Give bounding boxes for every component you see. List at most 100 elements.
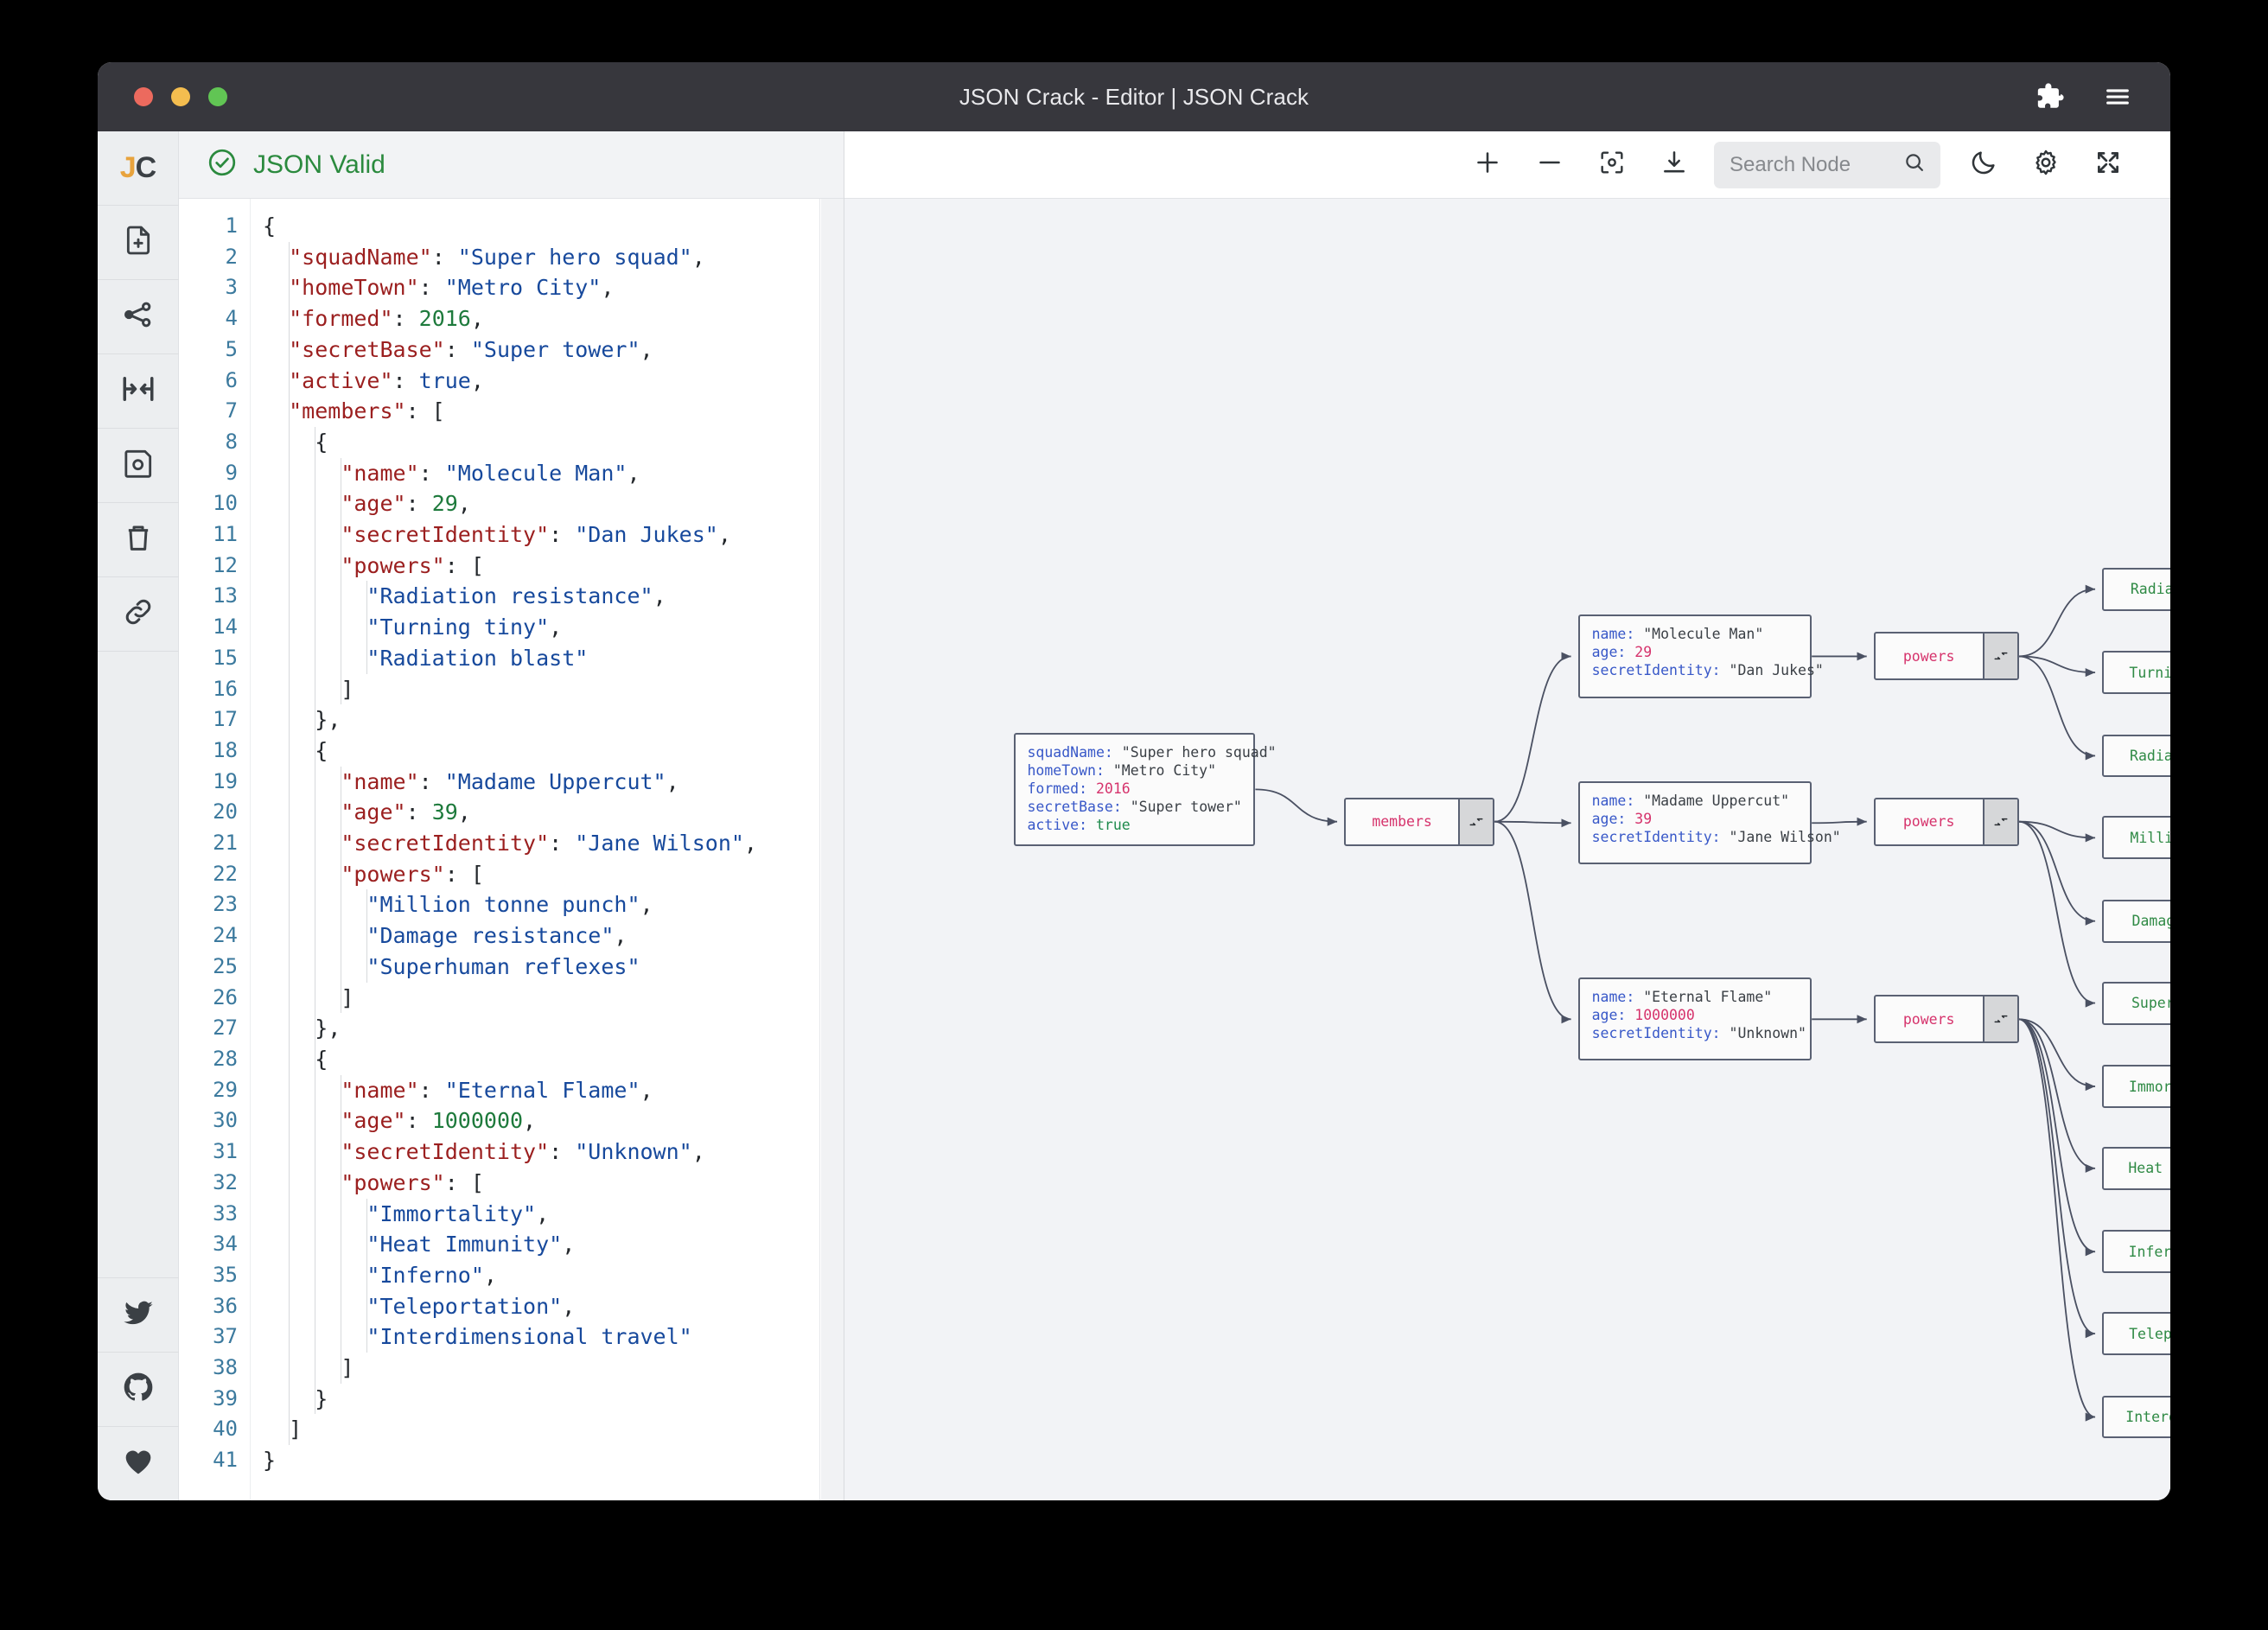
sidebar-item-support[interactable] — [98, 1426, 179, 1500]
code-token: "name" — [341, 460, 419, 486]
code-token: : — [549, 831, 576, 856]
collapse-node-button[interactable] — [1982, 799, 2017, 844]
code-token: : — [444, 336, 471, 362]
minimize-window-button[interactable] — [171, 87, 190, 106]
search-input[interactable] — [1730, 152, 1894, 177]
graph-canvas[interactable]: squadName: "Super hero squad"homeTown: "… — [844, 199, 2170, 1500]
indent-guide — [289, 982, 290, 1014]
graph-edge — [2018, 584, 2096, 658]
code-token: ] — [341, 1355, 354, 1381]
graph-leaf-label: Superhuman reflexes — [2131, 995, 2170, 1012]
code-content[interactable]: { "squadName": "Super hero squad", "home… — [250, 199, 844, 1500]
code-line: "name": "Eternal Flame", — [263, 1074, 844, 1106]
line-number: 12 — [213, 552, 238, 577]
code-token: "Super hero squad" — [457, 244, 692, 270]
sidebar-item-twitter[interactable] — [98, 1277, 179, 1352]
code-line: { — [263, 1043, 844, 1075]
search-node-box[interactable] — [1714, 141, 1940, 188]
download-icon — [1660, 148, 1689, 181]
download-button[interactable] — [1643, 134, 1705, 196]
sidebar-item-save[interactable] — [98, 429, 179, 503]
code-token: }, — [315, 707, 341, 733]
sidebar-item-github[interactable] — [98, 1352, 179, 1426]
logo-letter-j: J — [119, 151, 137, 184]
code-line: "squadName": "Super hero squad", — [263, 241, 844, 273]
code-token: "Jane Wilson" — [575, 831, 744, 856]
graph-parent-node[interactable]: powers — [1873, 995, 2019, 1044]
traffic-lights — [134, 87, 227, 106]
graph-leaf-node[interactable]: Radiation resistance — [2102, 567, 2170, 611]
zoom-in-button[interactable] — [1456, 134, 1519, 196]
check-circle-icon — [207, 147, 238, 182]
graph-leaf-node[interactable]: Inferno — [2102, 1230, 2170, 1274]
indent-guide — [289, 1074, 290, 1106]
code-token: { — [315, 429, 328, 455]
collapse-node-button[interactable] — [1458, 799, 1494, 844]
app-window: JSON Crack - Editor | JSON Crack JC — [98, 62, 2170, 1500]
code-token: , — [640, 1077, 653, 1103]
line-number: 38 — [213, 1355, 238, 1380]
graph-parent-node[interactable]: members — [1344, 797, 1495, 846]
line-number: 2 — [225, 244, 238, 269]
sidebar-item-share[interactable] — [98, 280, 179, 354]
line-number: 39 — [213, 1385, 238, 1410]
sidebar-item-copy-link[interactable] — [98, 577, 179, 652]
code-token: "Madame Uppercut" — [444, 768, 666, 794]
puzzle-icon[interactable] — [2035, 82, 2065, 111]
zoom-out-button[interactable] — [1519, 134, 1581, 196]
theme-toggle-button[interactable] — [1953, 134, 2015, 196]
window-title: JSON Crack - Editor | JSON Crack — [959, 83, 1309, 110]
graph-parent-node[interactable]: powers — [1873, 632, 2019, 681]
graph-leaf-node[interactable]: Interdimensional travel — [2102, 1395, 2170, 1439]
graph-leaf-node[interactable]: Radiation blast — [2102, 734, 2170, 778]
code-line: "Heat Immunity", — [263, 1229, 844, 1260]
code-token: ] — [289, 1417, 303, 1442]
collapse-node-button[interactable] — [1982, 634, 2017, 679]
graph-object-node[interactable]: squadName: "Super hero squad"homeTown: "… — [1013, 733, 1277, 846]
gear-icon — [2031, 148, 2061, 181]
graph-parent-node[interactable]: powers — [1873, 797, 2019, 846]
code-token: : [ — [444, 552, 484, 578]
center-view-button[interactable] — [1581, 134, 1643, 196]
indent-guide — [289, 303, 290, 334]
hamburger-menu-icon[interactable] — [2103, 82, 2132, 111]
code-token: , — [536, 1200, 550, 1226]
line-number: 29 — [213, 1077, 238, 1102]
sidebar-item-new-file[interactable] — [98, 206, 179, 280]
code-token: } — [263, 1448, 277, 1474]
line-number: 35 — [213, 1262, 238, 1287]
app-logo[interactable]: JC — [98, 131, 179, 206]
code-line: "powers": [ — [263, 550, 844, 582]
indent-guide — [289, 550, 290, 582]
collapse-node-button[interactable] — [1982, 996, 2017, 1042]
settings-button[interactable] — [2015, 134, 2077, 196]
code-token: "Metro City" — [444, 275, 602, 301]
code-token: "secretIdentity" — [341, 831, 550, 856]
code-line: } — [263, 1383, 844, 1415]
code-line: ] — [263, 1414, 844, 1446]
graph-leaf-node[interactable]: Heat Immunity — [2102, 1147, 2170, 1190]
zoom-out-icon — [1534, 147, 1565, 182]
graph-leaf-node[interactable]: Turning tiny — [2102, 651, 2170, 694]
graph-leaf-node[interactable]: Teleportation — [2102, 1312, 2170, 1356]
line-number: 4 — [225, 306, 238, 331]
code-line: "Million tonne punch", — [263, 889, 844, 921]
graph-leaf-node[interactable]: Million tonne punch — [2102, 816, 2170, 860]
graph-leaf-node[interactable]: Immortality — [2102, 1065, 2170, 1108]
code-token: "homeTown" — [289, 275, 419, 301]
graph-leaf-label: Interdimensional travel — [2125, 1409, 2170, 1426]
graph-leaf-node[interactable]: Damage resistance — [2102, 899, 2170, 943]
graph-leaf-node[interactable]: Superhuman reflexes — [2102, 981, 2170, 1025]
sidebar-item-fit-width[interactable] — [98, 354, 179, 429]
fullscreen-button[interactable] — [2077, 134, 2139, 196]
close-window-button[interactable] — [134, 87, 153, 106]
editor-scrollbar[interactable] — [821, 199, 844, 1500]
graph-node-row: name: "Eternal Flame" — [1592, 988, 1799, 1006]
graph-leaf-label: Inferno — [2128, 1243, 2170, 1260]
sidebar-item-clear[interactable] — [98, 503, 179, 577]
maximize-window-button[interactable] — [208, 87, 227, 106]
